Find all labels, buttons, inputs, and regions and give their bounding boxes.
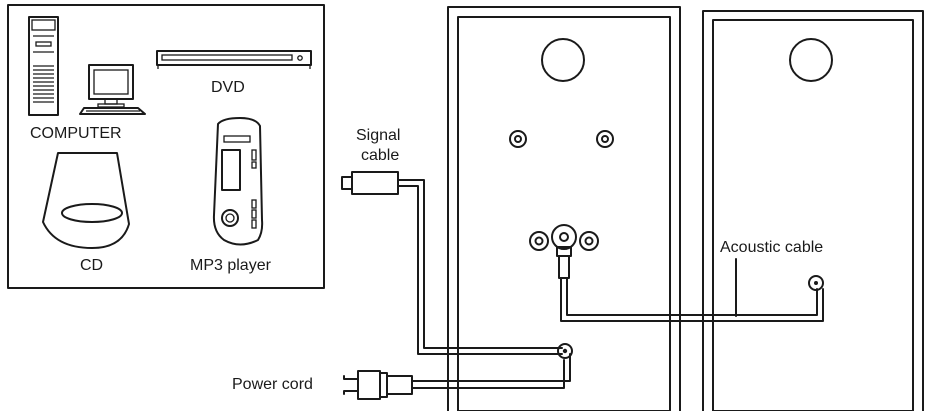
signal-cable-label-line1: Signal bbox=[356, 127, 400, 144]
mp3-player-label: MP3 player bbox=[190, 257, 272, 274]
speaker-port-circle bbox=[789, 38, 833, 82]
power-jack-icon bbox=[557, 343, 573, 359]
signal-cable-label-line2: cable bbox=[361, 147, 399, 164]
acoustic-output-icon bbox=[551, 224, 577, 250]
main-speaker bbox=[447, 6, 681, 411]
dvd-player-icon bbox=[156, 50, 312, 69]
satellite-speaker bbox=[702, 10, 924, 411]
rca-input-icon bbox=[579, 231, 599, 251]
acoustic-cable bbox=[560, 258, 824, 322]
monitor-icon bbox=[79, 64, 146, 115]
source-devices-panel: DVD COMPUTER CD MP3 player bbox=[7, 4, 325, 289]
signal-cable bbox=[341, 171, 563, 355]
cd-label: CD bbox=[80, 257, 103, 274]
cd-icon bbox=[42, 152, 130, 249]
power-cord-label: Power cord bbox=[232, 376, 313, 393]
speaker-port-circle bbox=[541, 38, 585, 82]
computer-tower-icon bbox=[28, 16, 59, 116]
acoustic-input-icon bbox=[808, 275, 824, 291]
computer-label: COMPUTER bbox=[30, 125, 122, 142]
dvd-label: DVD bbox=[211, 79, 245, 96]
acoustic-cable-label: Acoustic cable bbox=[720, 239, 823, 256]
mp3-player-icon bbox=[212, 117, 264, 246]
terminal-connector-icon bbox=[509, 130, 527, 148]
power-cord bbox=[343, 353, 571, 400]
terminal-connector-icon bbox=[596, 130, 614, 148]
rca-input-icon bbox=[529, 231, 549, 251]
